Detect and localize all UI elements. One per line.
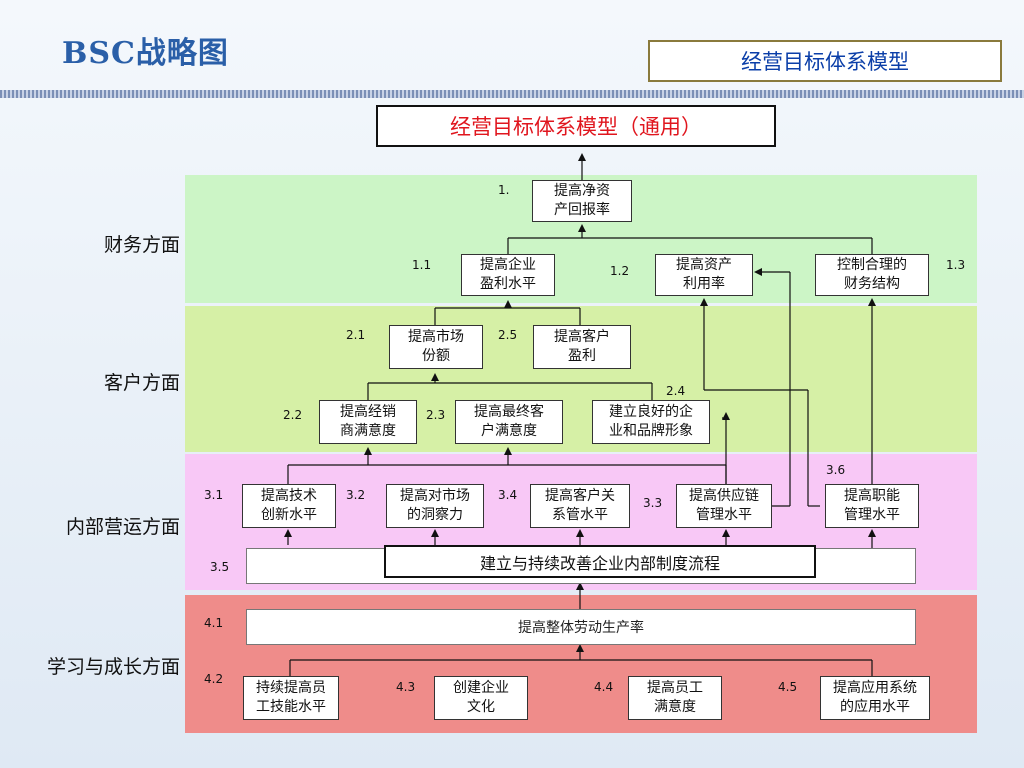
node-num-2-4: 2.4 <box>666 384 686 398</box>
section-label-internal: 内部营运方面 <box>65 516 180 538</box>
node-profit-level: 提高企业 盈利水平 <box>461 254 555 296</box>
node-market-insight: 提高对市场 的洞察力 <box>386 484 484 528</box>
node-num-3-2: 3.2 <box>346 488 366 502</box>
node-num-3-3: 3.3 <box>643 496 663 510</box>
diagram-main-title: 经营目标体系模型（通用） <box>376 105 776 147</box>
node-market-share: 提高市场 份额 <box>389 325 483 369</box>
node-employee-skills: 持续提高员 工技能水平 <box>243 676 339 720</box>
node-brand-image: 建立良好的企 业和品牌形象 <box>592 400 710 444</box>
node-num-4-3: 4.3 <box>396 680 416 694</box>
node-num-3-6: 3.6 <box>826 463 846 477</box>
model-title-box: 经营目标体系模型 <box>648 40 1002 82</box>
node-num-1-1: 1.1 <box>412 258 432 272</box>
node-tech-innovation: 提高技术 创新水平 <box>242 484 336 528</box>
page-title: BSC战略图 <box>62 36 229 71</box>
node-internal-process: 建立与持续改善企业内部制度流程 <box>384 545 816 578</box>
node-num-3-4: 3.4 <box>498 488 518 502</box>
node-num-2-5: 2.5 <box>498 328 518 342</box>
node-num-2-3: 2.3 <box>426 408 446 422</box>
section-label-customer: 客户方面 <box>103 372 180 394</box>
node-asset-utilization: 提高资产 利用率 <box>655 254 753 296</box>
node-crm-level: 提高客户关 系管水平 <box>530 484 630 528</box>
node-num-2-2: 2.2 <box>283 408 303 422</box>
node-num-1-2: 1.2 <box>610 264 630 278</box>
node-application-systems: 提高应用系统 的应用水平 <box>820 676 930 720</box>
node-supply-chain: 提高供应链 管理水平 <box>676 484 772 528</box>
node-num-3-1: 3.1 <box>204 488 224 502</box>
section-label-learning: 学习与成长方面 <box>46 656 180 678</box>
node-functional-mgmt: 提高职能 管理水平 <box>825 484 919 528</box>
node-num-4-1: 4.1 <box>204 616 224 630</box>
node-num-1-3: 1.3 <box>946 258 966 272</box>
node-num-1: 1. <box>498 183 510 197</box>
node-num-3-5: 3.5 <box>210 560 230 574</box>
node-employee-satisfaction: 提高员工 满意度 <box>628 676 722 720</box>
node-dealer-satisfaction: 提高经销 商满意度 <box>319 400 417 444</box>
node-customer-profit: 提高客户 盈利 <box>533 325 631 369</box>
node-financial-structure: 控制合理的 财务结构 <box>815 254 929 296</box>
node-num-2-1: 2.1 <box>346 328 366 342</box>
node-labor-productivity: 提高整体劳动生产率 <box>246 609 916 645</box>
node-num-4-4: 4.4 <box>594 680 614 694</box>
node-corporate-culture: 创建企业 文化 <box>434 676 528 720</box>
header-divider <box>0 90 1024 98</box>
section-label-financial: 财务方面 <box>103 234 180 256</box>
node-end-customer-satisfaction: 提高最终客 户满意度 <box>455 400 563 444</box>
node-num-4-5: 4.5 <box>778 680 798 694</box>
node-num-4-2: 4.2 <box>204 672 224 686</box>
node-roe: 提高净资 产回报率 <box>532 180 632 222</box>
